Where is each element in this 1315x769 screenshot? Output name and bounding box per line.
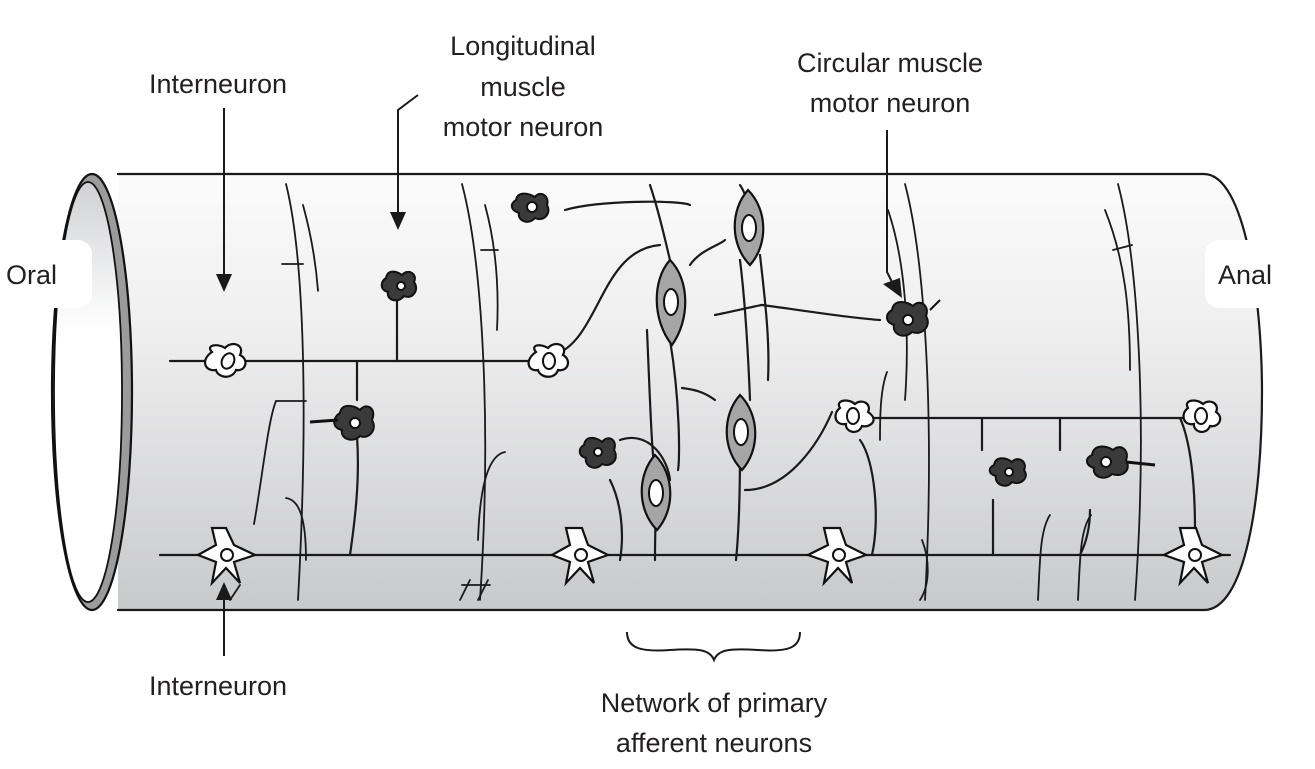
- label-interneuron-bottom: Interneuron: [149, 671, 287, 701]
- label-anal: Anal: [1218, 260, 1272, 290]
- afferent-neuron-cells: [640, 188, 765, 532]
- nerve-fibers: [158, 183, 1232, 562]
- oral-label-box: [0, 240, 92, 308]
- motor-neuron-cells: [309, 192, 1156, 487]
- interneuron-cells-upper: [203, 342, 1222, 433]
- label-circular-line2: motor neuron: [810, 88, 971, 118]
- interneuron-cells-lower: [195, 526, 1225, 587]
- anal-label-box: [1205, 240, 1315, 308]
- tube-body: [118, 174, 1262, 610]
- label-oral: Oral: [6, 260, 57, 290]
- label-afferent-line2: afferent neurons: [616, 728, 812, 758]
- label-interneuron-top: Interneuron: [149, 69, 287, 99]
- tube-right-end: [1202, 172, 1264, 612]
- pointer-arrows: [216, 94, 902, 663]
- label-afferent-line1: Network of primary: [601, 688, 828, 718]
- afferent-brace: [626, 631, 801, 663]
- label-circular-line1: Circular muscle: [797, 48, 983, 78]
- circular-muscle-bands: [229, 183, 1142, 601]
- label-longitudinal-line2: muscle: [480, 72, 566, 102]
- label-longitudinal-line1: Longitudinal: [450, 31, 596, 61]
- label-longitudinal-line3: motor neuron: [443, 112, 604, 142]
